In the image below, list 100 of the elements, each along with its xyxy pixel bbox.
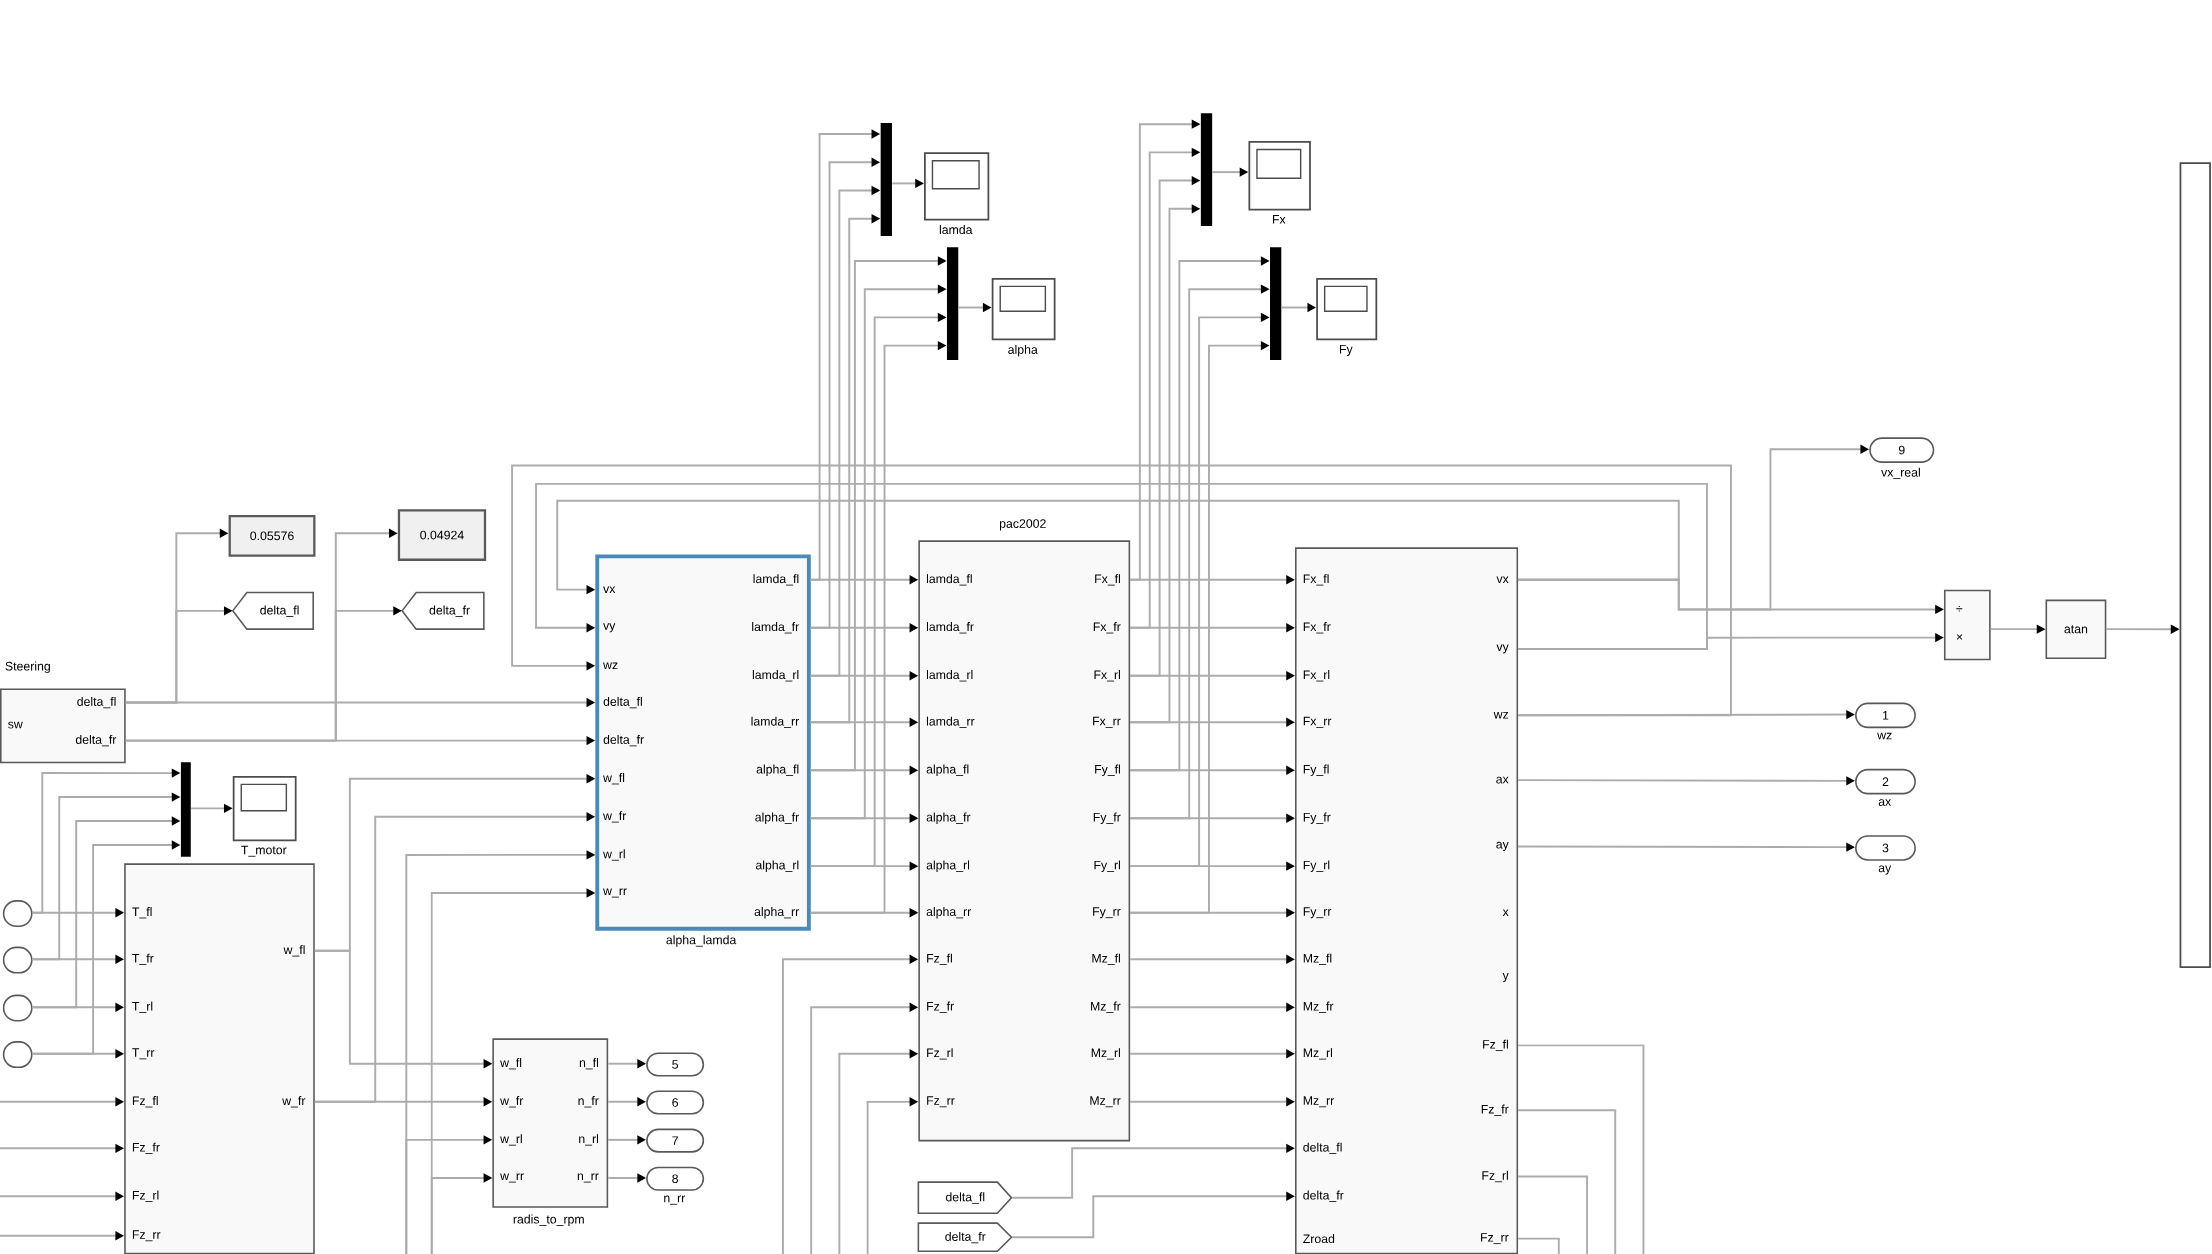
block-name: alpha xyxy=(1008,344,1038,357)
port-label: w_fr xyxy=(282,1096,306,1108)
inport xyxy=(2,1041,33,1069)
port-label: Fz_rr xyxy=(132,1230,161,1242)
port-label: alpha_fl xyxy=(926,764,969,776)
port-label: Fx_fl xyxy=(1095,574,1120,586)
port-label: Fz_rl xyxy=(132,1190,159,1202)
port-label: lamda_rr xyxy=(751,716,799,728)
inport xyxy=(2,994,33,1022)
port-label: Fz_fr xyxy=(1481,1104,1509,1116)
subsystem-block xyxy=(492,1038,609,1226)
port-label: wz xyxy=(603,662,618,670)
port-label: Fx_rr xyxy=(1093,716,1121,728)
port-label: w_fl xyxy=(603,773,625,785)
block-name: radis_to_rpm xyxy=(513,1214,584,1226)
outport: 2 xyxy=(1855,768,1916,795)
port-label: Fy_rl xyxy=(1303,860,1330,872)
port-label: n_fr xyxy=(578,1096,599,1108)
signal-line xyxy=(511,464,1732,717)
port-label: Fy_fr xyxy=(1303,812,1331,824)
port-label: y xyxy=(1502,973,1509,983)
port-label: alpha_rr xyxy=(754,906,799,919)
block-name: ax xyxy=(1878,799,1892,806)
block-name: n_rr xyxy=(664,1195,686,1205)
port-label: w_fl xyxy=(283,945,305,957)
port-label: Mz_rl xyxy=(1303,1048,1332,1060)
signal-line xyxy=(1517,1237,1560,1254)
port-label: Mz_fl xyxy=(1303,953,1332,965)
port-label: delta_fr xyxy=(1303,1190,1344,1202)
goto-tag: delta_fl xyxy=(231,591,314,630)
port-label: lamda_rr xyxy=(926,716,975,728)
display-block: 0.04924 xyxy=(397,509,487,561)
port-label: Mz_rl xyxy=(1091,1048,1120,1060)
port-label: lamda_fr xyxy=(752,622,799,634)
block-name: T_motor xyxy=(241,845,287,857)
port-label: w_fl xyxy=(500,1057,522,1070)
port-label: vx xyxy=(603,586,616,593)
port-label: x xyxy=(1502,909,1509,916)
port-label: Fx_fr xyxy=(1093,622,1121,634)
signal-line xyxy=(1517,1175,1589,1254)
from-tag: delta_fl xyxy=(917,1181,1013,1214)
port-label: Fz_fl xyxy=(927,953,952,965)
port-label: w_fr xyxy=(500,1096,524,1108)
port-label: × xyxy=(1956,634,1963,640)
port-label: alpha_rl xyxy=(755,860,799,872)
block-name: vx_real xyxy=(1881,467,1920,479)
outport: 1 xyxy=(1855,702,1916,729)
port-label: Fx_fl xyxy=(1303,574,1329,586)
port-label: Fy_fl xyxy=(1303,764,1329,776)
port-label: Fy_rl xyxy=(1094,860,1120,872)
port-label: Mz_fr xyxy=(1091,1001,1121,1013)
port-label: wz xyxy=(1493,711,1509,719)
port-label: w_rl xyxy=(500,1134,522,1146)
block-name: ay xyxy=(1878,865,1892,875)
signal-line xyxy=(1517,1044,1645,1254)
port-label: alpha_rr xyxy=(926,906,972,919)
port-label: Mz_fr xyxy=(1303,1001,1334,1013)
display-block: 0.05576 xyxy=(228,514,316,557)
port-label: T_fr xyxy=(132,953,154,965)
divide-block xyxy=(1943,589,1991,661)
port-label: delta_fl xyxy=(77,696,116,709)
port-label: Mz_fl xyxy=(1092,953,1120,965)
port-label: w_rr xyxy=(603,888,627,898)
port-label: delta_fl xyxy=(1303,1142,1342,1154)
port-label: delta_fr xyxy=(75,734,117,747)
port-label: Mz_rr xyxy=(1303,1096,1334,1108)
subsystem-block xyxy=(595,554,811,947)
outport: 5 xyxy=(646,1052,705,1077)
port-label: w_rr xyxy=(500,1173,524,1183)
block-name: Steering xyxy=(5,661,50,673)
subsystem-block xyxy=(918,519,1131,1142)
outport: 3 xyxy=(1855,835,1916,861)
port-label: Fx_fr xyxy=(1303,622,1331,634)
port-label: w_fr xyxy=(603,811,627,823)
block-name: pac2002 xyxy=(999,519,1046,531)
port-label: alpha_fr xyxy=(926,812,971,824)
port-label: lamda_fl xyxy=(753,574,799,586)
port-label: Fz_rl xyxy=(927,1048,953,1060)
outport: 8 xyxy=(646,1166,705,1191)
port-label: Fz_fr xyxy=(132,1142,160,1154)
port-label: Fz_fr xyxy=(927,1001,954,1013)
block-name: Fy xyxy=(1340,344,1353,356)
port-label: alpha_fl xyxy=(756,764,799,776)
from-tag: delta_fr xyxy=(917,1222,1013,1253)
port-label: vx xyxy=(1496,576,1509,583)
subsystem-block xyxy=(1295,547,1519,1254)
port-label: lamda_rl xyxy=(926,670,973,682)
port-label: Fz_fl xyxy=(1483,1039,1508,1051)
outport: 9 xyxy=(1869,437,1935,463)
subsystem-block xyxy=(0,661,126,764)
function-block: atan xyxy=(2045,599,2107,659)
subsystem-block xyxy=(2179,162,2211,969)
port-label: T_fl xyxy=(132,907,152,919)
port-label: Fz_fl xyxy=(132,1096,158,1108)
outport: 7 xyxy=(646,1128,705,1153)
port-label: Fx_rr xyxy=(1303,716,1332,728)
port-label: Fy_fl xyxy=(1095,764,1120,776)
port-label: lamda_fl xyxy=(926,574,972,586)
port-label: Fy_fr xyxy=(1093,812,1121,824)
port-label: delta_fl xyxy=(603,696,642,709)
